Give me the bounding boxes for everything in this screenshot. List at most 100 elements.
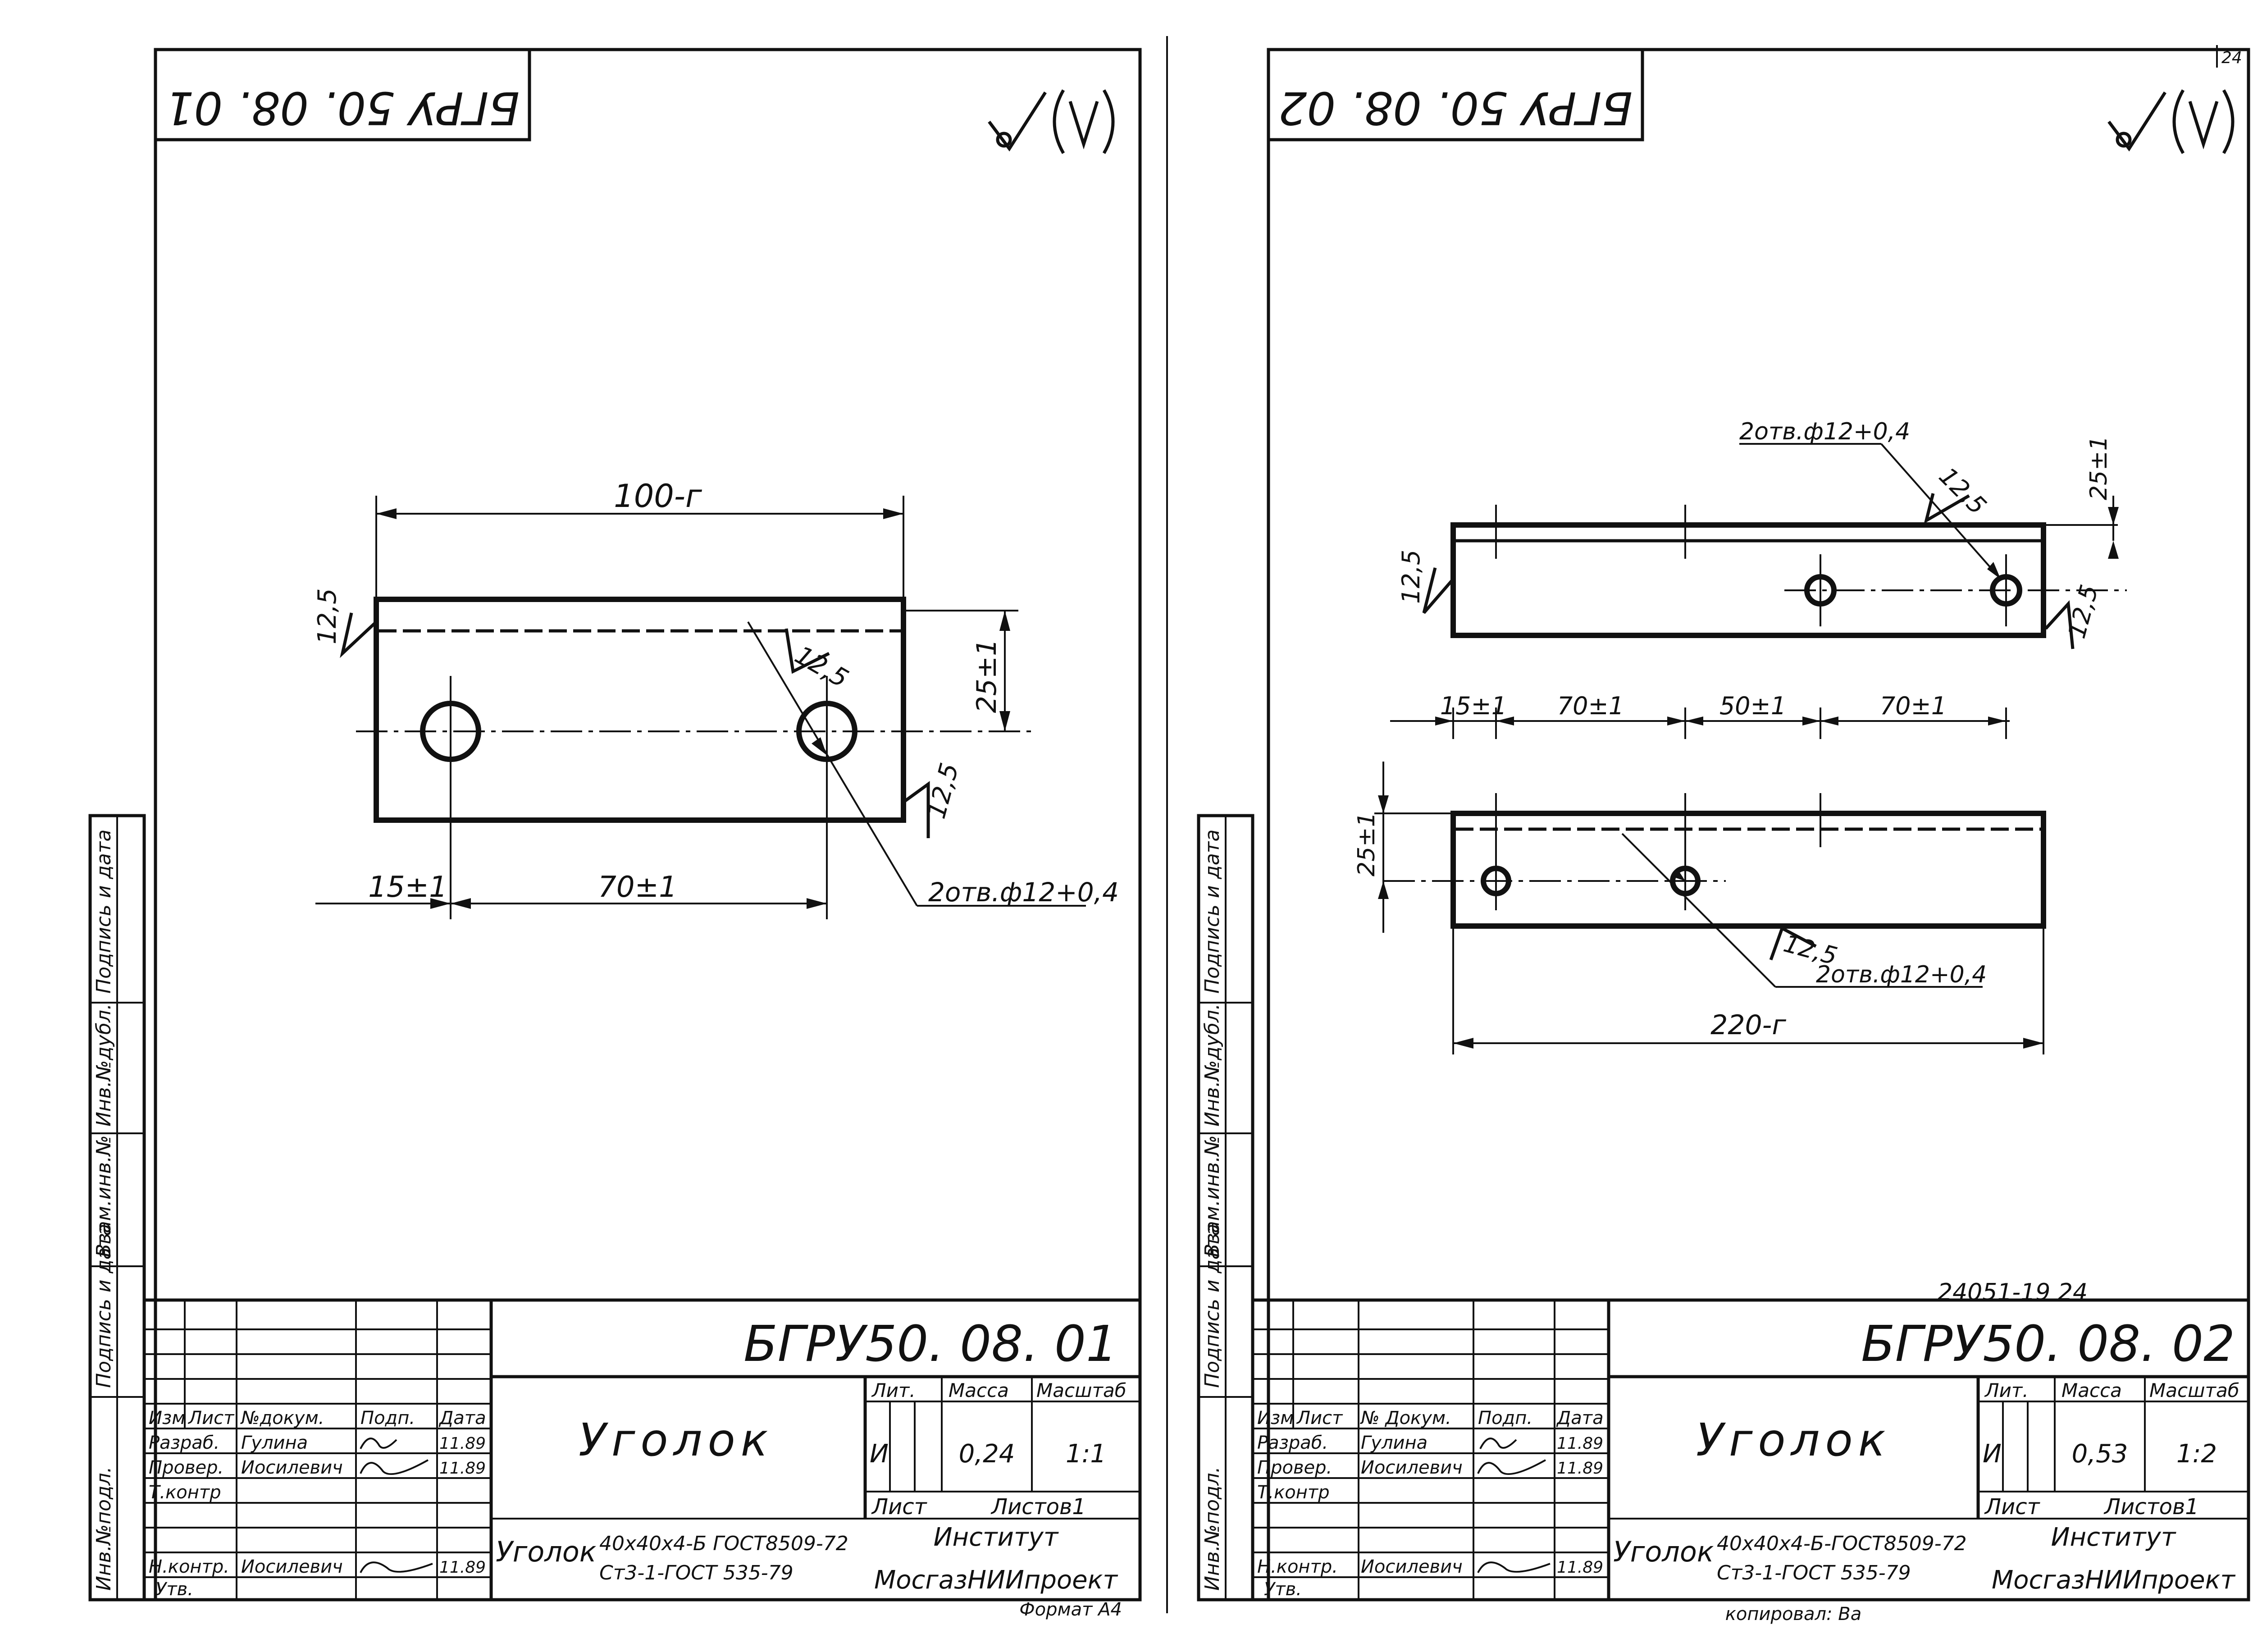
right-d1-label: 15±1 [1440, 692, 1507, 720]
left-hdr-ndok: №докум. [240, 1408, 324, 1428]
left-format: Формат А4 [1019, 1599, 1122, 1620]
right-hdr-data: Дата [1556, 1408, 1604, 1428]
left-side-label-1: Инв.№подл. [92, 1466, 115, 1591]
left-part-view: 100-г 15±1 70±1 25±1 12,5 12,5 12,5 2отв… [313, 478, 1119, 919]
left-checker: Иосилевич [241, 1457, 343, 1478]
right-row-razrab: Разраб. [1257, 1433, 1328, 1453]
left-hdr-list: Лист [187, 1408, 235, 1428]
left-hdr-scale: Масштаб [1036, 1379, 1126, 1401]
left-material-2: Ст3-1-ГОСТ 535-79 [599, 1561, 794, 1584]
right-scale: 1:2 [2176, 1439, 2217, 1469]
left-side-label-4: Инв.№дубл. [92, 1004, 115, 1127]
right-checker: Иосилевич [1361, 1457, 1463, 1478]
right-bottom-view: 25±1 2отв.ф12+0,4 12,5 220-г [1353, 762, 2046, 1054]
right-hdr-izm: Изм [1257, 1408, 1294, 1428]
right-side-label-3: Взам.инв.№ [1201, 1135, 1224, 1257]
right-d3-label: 50±1 [1719, 692, 1786, 720]
left-row-tkontr: Т.контр [149, 1482, 221, 1503]
right-title: Уголок [1696, 1414, 1891, 1466]
left-mass: 0,24 [959, 1439, 1015, 1469]
right-org-2: МосгазНИИпроект [1992, 1565, 2235, 1595]
left-side-strip: Инв.№подл. Подпись и дата Взам.инв.№ Инв… [88, 814, 146, 1602]
right-rough-d: 12,5 [1781, 929, 1840, 971]
right-flange-top-label: 25±1 [2085, 436, 2112, 500]
right-row-utv: Утв. [1264, 1579, 1302, 1600]
sheet-left: БГРУ 50. 08. 01 100-г 15±1 70±1 25±1 [88, 48, 1142, 1620]
left-top-code-box [154, 48, 531, 141]
left-hole-leader [747, 621, 918, 907]
left-org-2: МосгазНИИпроект [874, 1565, 1118, 1595]
left-sheets-label: Листов1 [990, 1494, 1086, 1520]
right-hdr-ndok: № Докум. [1360, 1408, 1451, 1428]
left-rough-b: 12,5 [790, 640, 853, 694]
left-hdr-data: Дата [438, 1408, 486, 1428]
right-hole-callout-top: 2отв.ф12+0,4 [1739, 418, 1910, 445]
right-sign-3 [1477, 1561, 1551, 1573]
right-roughness-mark [2107, 89, 2235, 154]
right-date-1: 11.89 [1557, 1434, 1603, 1453]
right-material-1: 40х40х4-Б-ГОСТ8509-72 [1717, 1532, 1967, 1555]
left-side-label-5: Подпись и дата [92, 830, 115, 994]
left-hdr-lit: Лит. [871, 1379, 916, 1401]
left-scale: 1:1 [1066, 1439, 1106, 1469]
right-date-3: 11.89 [1557, 1558, 1603, 1577]
right-hdr-list: Лист [1296, 1408, 1343, 1428]
right-d4-label: 70±1 [1880, 692, 1947, 720]
right-hdr-lit: Лит. [1984, 1379, 2029, 1401]
left-code: БГРУ50. 08. 01 [743, 1315, 1117, 1373]
left-lit: И [870, 1439, 889, 1469]
left-row-prover: Провер. [149, 1457, 223, 1478]
right-title-block: Изм Лист № Докум. Подп. Дата Разраб. Гул… [1251, 1298, 2250, 1625]
left-side-label-3: Взам.инв.№ [92, 1135, 115, 1257]
right-material-2: Ст3-1-ГОСТ 535-79 [1717, 1561, 1911, 1584]
left-part-outline [374, 597, 906, 823]
right-norm-control: Иосилевич [1361, 1556, 1463, 1577]
right-bottom-hole-leader [1621, 833, 1776, 988]
left-side-label-2: Подпись и дата [92, 1224, 115, 1388]
right-side-strip: Инв.№подл. Подпись и дата Взам.инв.№ Инв… [1197, 814, 1254, 1602]
right-flange-bottom-label: 25±1 [1353, 812, 1380, 876]
page-number: 24 [2221, 49, 2242, 67]
left-sign-2 [360, 1459, 429, 1475]
left-sign-3 [360, 1561, 433, 1573]
right-row-tkontr: Т.контр [1257, 1482, 1330, 1503]
right-mass: 0,53 [2072, 1439, 2128, 1469]
right-developer: Гулина [1361, 1433, 1428, 1453]
right-lit: И [1983, 1439, 2002, 1469]
right-side-label-2: Подпись и дата [1201, 1224, 1224, 1388]
right-hdr-mass: Масса [2061, 1379, 2122, 1401]
left-date-3: 11.89 [439, 1558, 486, 1577]
right-bottom-outline [1450, 811, 2046, 929]
left-sign-1 [360, 1438, 397, 1449]
right-side-label-5: Подпись и дата [1201, 830, 1224, 994]
right-top-view: 25±1 12,5 12,5 12,5 2отв.ф12+0,4 [1397, 418, 2127, 649]
left-title: Уголок [579, 1414, 773, 1466]
right-sign-2 [1477, 1459, 1546, 1475]
left-row-nkontr: Н.контр. [149, 1556, 229, 1577]
right-org-1: Институт [2051, 1523, 2176, 1552]
right-top-code: БГРУ 50. 08. 02 [1278, 82, 1633, 134]
right-row-nkontr: Н.контр. [1257, 1556, 1338, 1577]
sheet-right: БГРУ 50. 08. 02 25±1 12,5 12,5 12,5 2отв… [1197, 48, 2250, 1625]
right-footer: копировал: Ва [1725, 1604, 1861, 1625]
right-material-prefix: Уголок [1613, 1535, 1714, 1568]
left-top-code: БГРУ 50. 08. 01 [165, 82, 520, 134]
left-hdr-podp: Подп. [360, 1408, 415, 1428]
left-length-label: 100-г [614, 478, 702, 515]
left-material-1: 40х40х4-Б ГОСТ8509-72 [599, 1532, 848, 1555]
right-rough-a: 12,5 [1397, 550, 1425, 604]
left-developer: Гулина [241, 1433, 308, 1453]
right-date-2: 11.89 [1557, 1459, 1603, 1478]
right-top-code-box [1267, 48, 1644, 141]
right-code: БГРУ50. 08. 02 [1861, 1315, 2235, 1373]
right-length-label: 220-г [1710, 1009, 1786, 1041]
left-row-utv: Утв. [155, 1579, 193, 1600]
right-top-hole-leader [1880, 443, 2002, 580]
right-stamp-number: 24051-19 24 [1938, 1279, 2088, 1306]
right-sign-1 [1479, 1438, 1517, 1449]
right-hdr-scale: Масштаб [2149, 1379, 2239, 1401]
left-edge-label: 15±1 [368, 871, 447, 904]
right-chain-dimensions: 15±1 70±1 50±1 70±1 [1390, 692, 2010, 739]
